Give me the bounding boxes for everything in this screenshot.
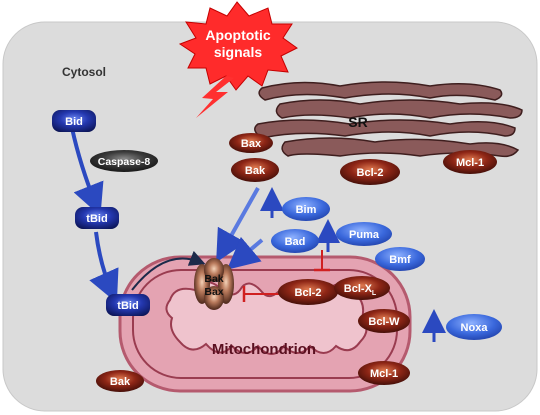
arrows <box>70 127 446 342</box>
svg-text:Bid: Bid <box>65 116 83 128</box>
mitochondrion-label: Mitochondrion <box>212 341 316 358</box>
tbid-upper-pill: tBid <box>75 207 119 229</box>
svg-text:Mcl-1: Mcl-1 <box>370 368 398 380</box>
bid-pill: Bid <box>52 110 96 132</box>
svg-text:Bcl-XL: Bcl-XL <box>344 283 377 297</box>
bad-oval: Bad <box>271 229 319 253</box>
svg-text:Mcl-1: Mcl-1 <box>456 157 484 169</box>
mito-bclxl: Bcl-XL <box>334 276 390 300</box>
cytosol-label: Cytosol <box>62 65 106 79</box>
mito-bak: Bak <box>96 370 144 392</box>
sr-bak: Bak <box>231 158 279 182</box>
bak-bax-pore: Bak Bax <box>194 258 234 310</box>
svg-text:Bax: Bax <box>204 286 223 298</box>
sarcoplasmic-reticulum <box>254 81 523 158</box>
svg-text:tBid: tBid <box>86 213 107 225</box>
apoptotic-signals-line2: signals <box>214 44 262 60</box>
svg-text:Noxa: Noxa <box>461 322 489 334</box>
svg-text:Bad: Bad <box>285 236 306 248</box>
svg-text:Bak: Bak <box>204 273 223 285</box>
bmf-oval: Bmf <box>375 247 425 271</box>
apoptotic-signals-line1: Apoptotic <box>205 27 271 43</box>
sr-bax: Bax <box>229 133 273 153</box>
svg-text:Bak: Bak <box>245 165 266 177</box>
sr-label: SR <box>348 114 367 130</box>
svg-text:Caspase-8: Caspase-8 <box>98 156 151 168</box>
sr-mcl1: Mcl-1 <box>443 150 497 174</box>
svg-text:tBid: tBid <box>117 300 138 312</box>
svg-text:Bax: Bax <box>241 138 262 150</box>
bim-oval: Bim <box>282 197 330 221</box>
mito-bcl2: Bcl-2 <box>278 279 338 305</box>
caspase8-pill: Caspase-8 <box>90 150 158 172</box>
mito-bclw: Bcl-W <box>358 309 410 333</box>
puma-oval: Puma <box>336 222 392 246</box>
noxa-oval: Noxa <box>446 314 502 340</box>
svg-text:Bcl-2: Bcl-2 <box>295 287 322 299</box>
svg-text:Bak: Bak <box>110 376 131 388</box>
sr-bcl2: Bcl-2 <box>340 159 400 185</box>
svg-text:Bmf: Bmf <box>389 254 411 266</box>
svg-text:Bcl-W: Bcl-W <box>368 316 400 328</box>
svg-text:Bim: Bim <box>296 204 317 216</box>
svg-text:Bcl-2: Bcl-2 <box>357 167 384 179</box>
apoptotic-signals-burst: Apoptotic signals <box>178 1 298 91</box>
svg-text:Puma: Puma <box>349 229 380 241</box>
mito-mcl1: Mcl-1 <box>358 361 410 385</box>
tbid-lower-pill: tBid <box>106 294 150 316</box>
lightning-bolt-icon <box>196 76 234 118</box>
